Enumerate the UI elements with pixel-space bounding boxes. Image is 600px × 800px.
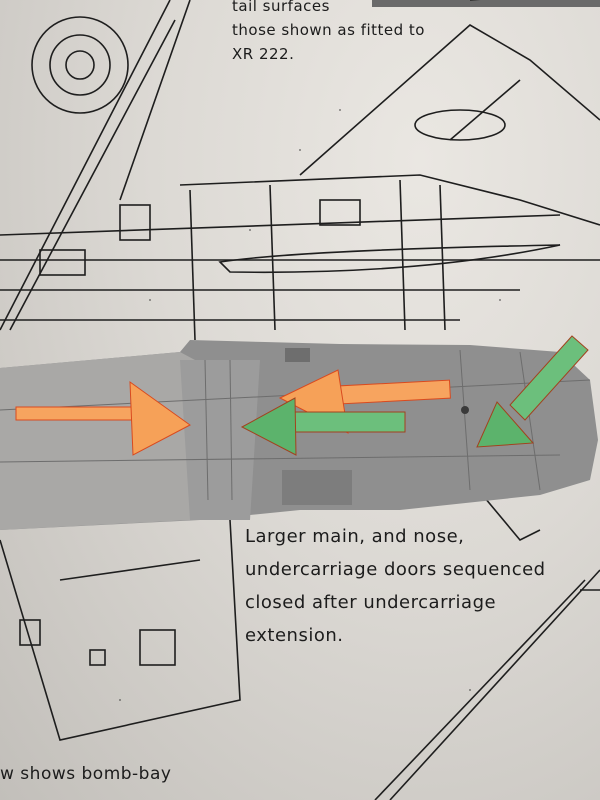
caption-top-line2: those shown as fitted to — [232, 21, 425, 39]
orange-arrow-right — [15, 380, 191, 456]
top-edge-object — [372, 0, 600, 7]
caption-top-line3: XR 222. — [232, 45, 295, 63]
caption-top: tail surfaces those shown as fitted to X… — [232, 0, 425, 66]
caption-mid-line4: extension. — [245, 625, 344, 646]
green-arrow-diagonal — [476, 335, 589, 448]
caption-undercarriage: Larger main, and nose, undercarriage doo… — [245, 520, 546, 652]
green-arrow-left — [240, 397, 406, 456]
caption-mid-line1: Larger main, and nose, — [245, 526, 465, 547]
caption-mid-line2: undercarriage doors sequenced — [245, 559, 546, 580]
caption-mid-line3: closed after undercarriage — [245, 592, 497, 613]
caption-top-line1: tail surfaces — [232, 0, 330, 15]
caption-bottom-line1: w shows bomb-bay — [0, 764, 172, 784]
caption-bomb-bay: w shows bomb-bay — [0, 764, 171, 784]
